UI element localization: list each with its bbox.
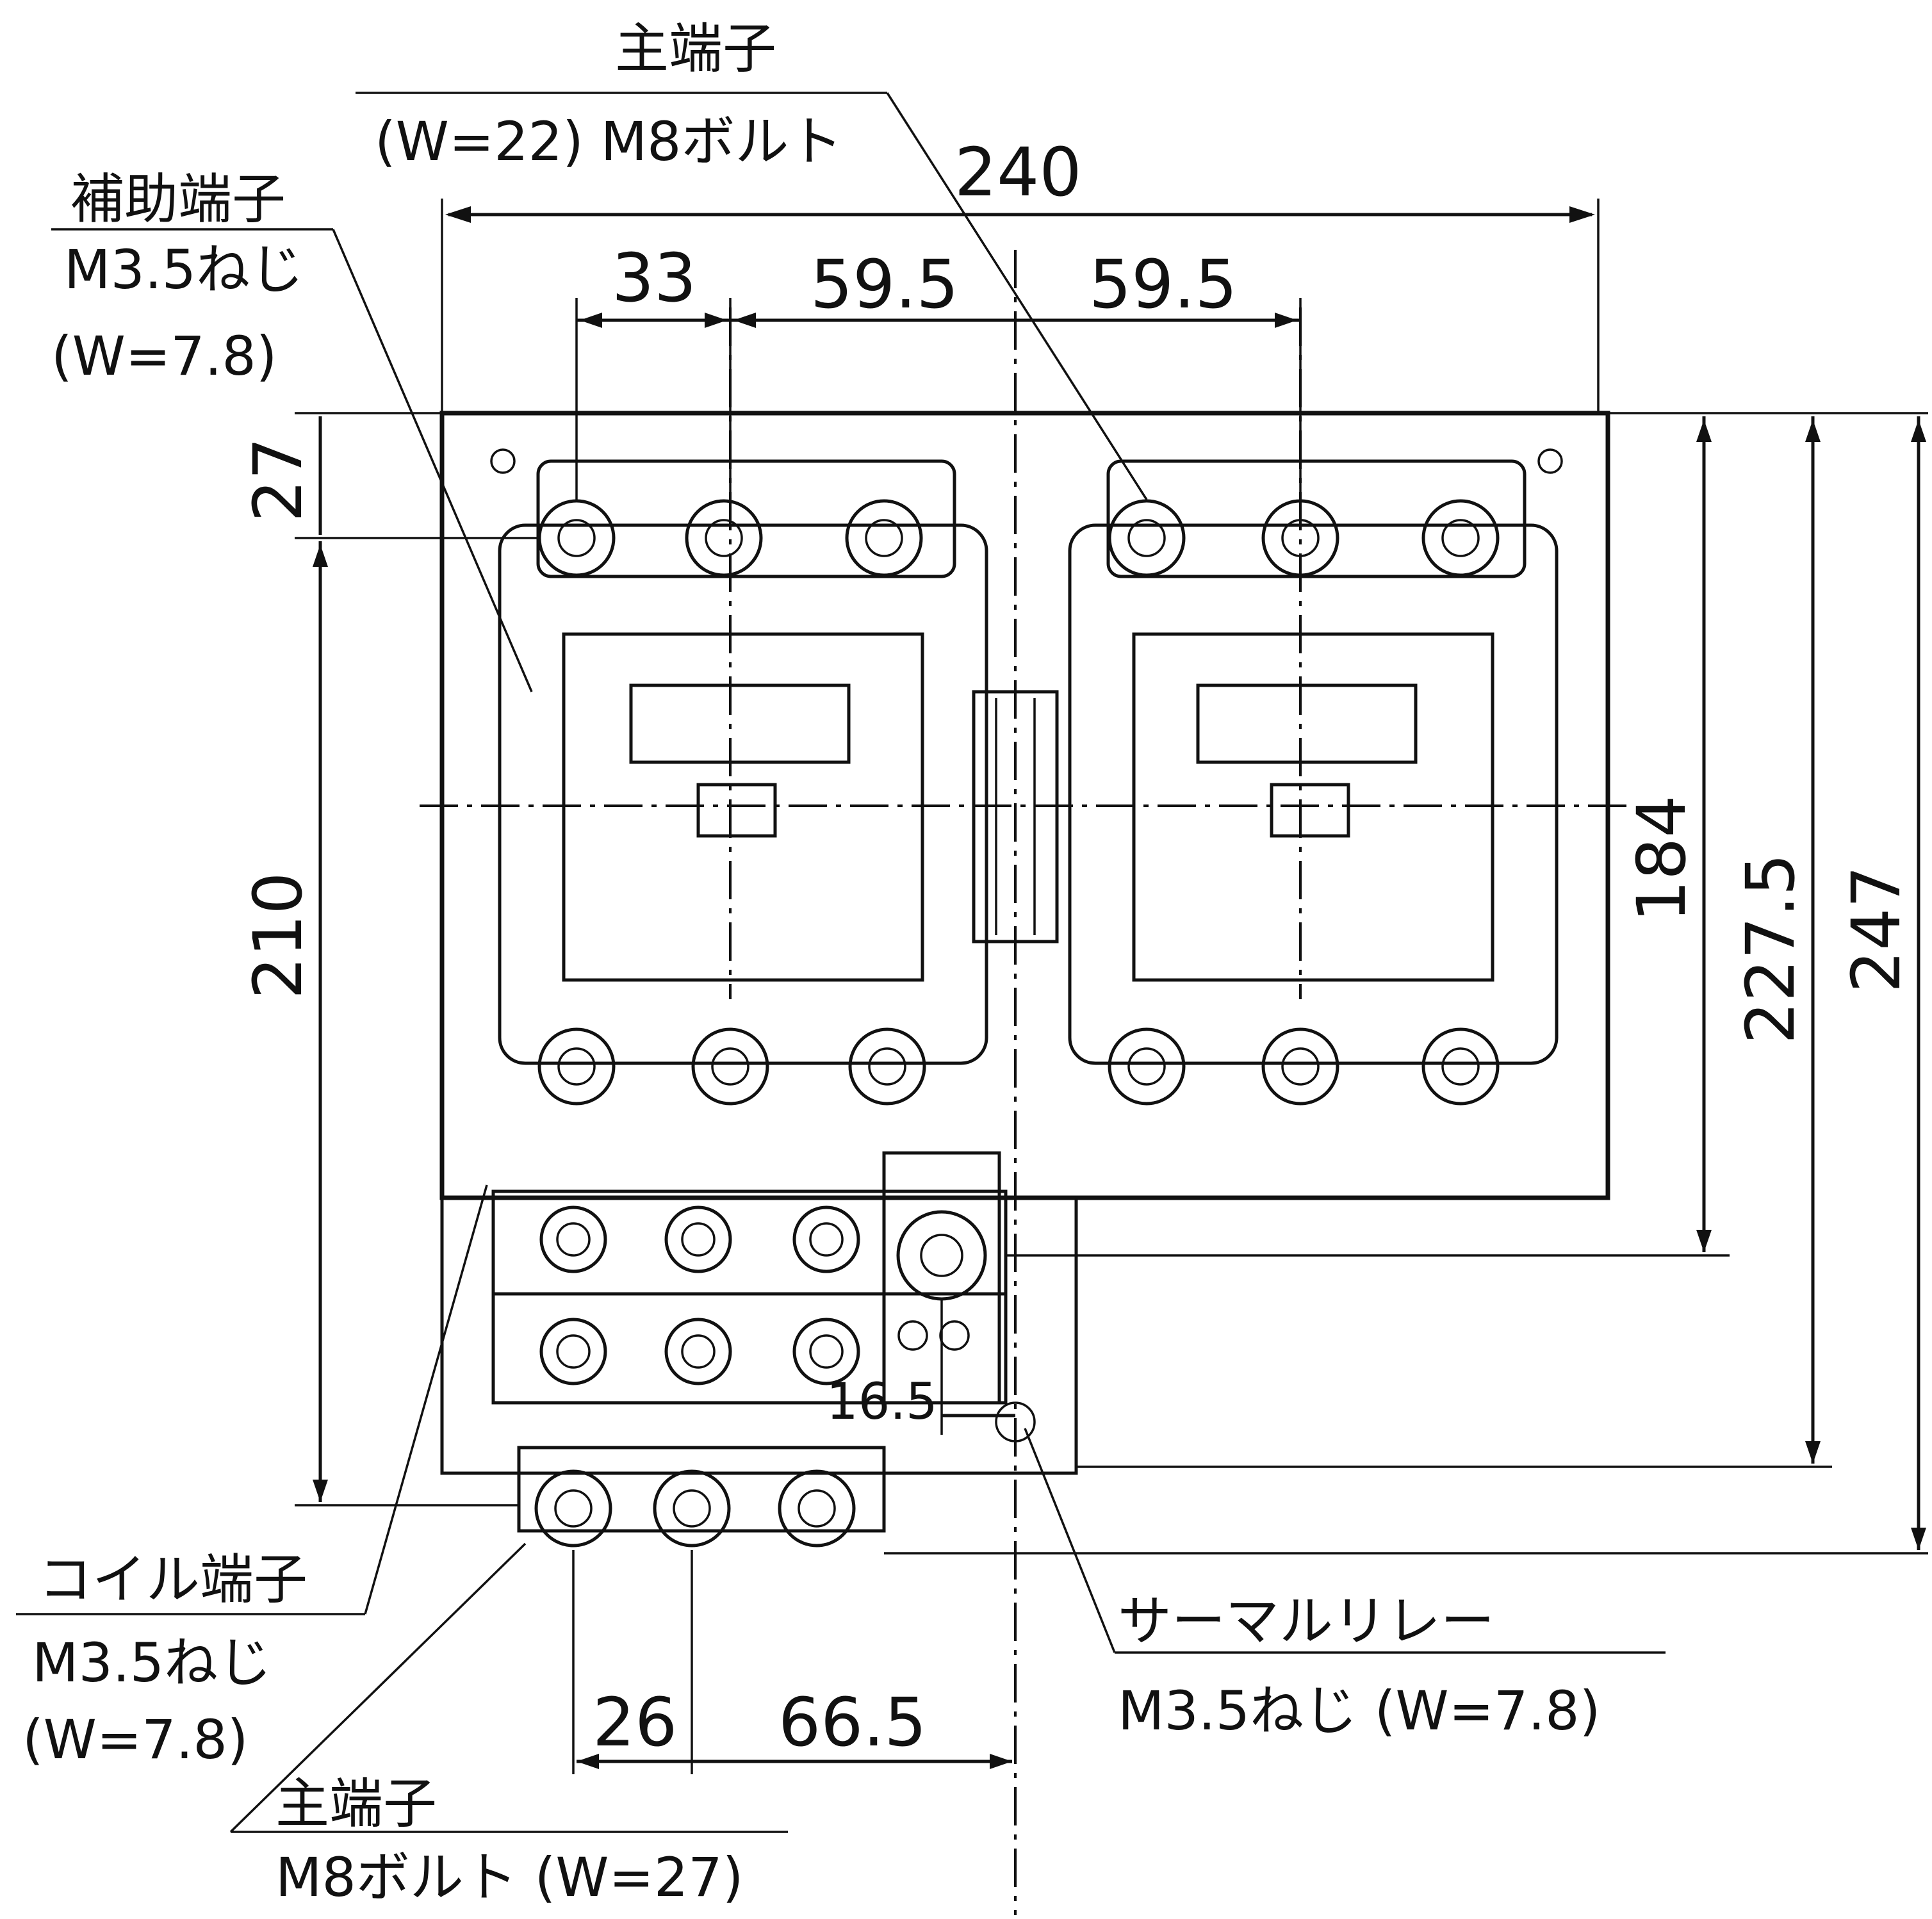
- thermal-relay-spec: M3.5ねじ (W=7.8): [1118, 1679, 1600, 1742]
- dim-right-heights: [884, 412, 1928, 1555]
- lower-main-terminals: [537, 1027, 1500, 1106]
- dim-240: [441, 199, 1600, 413]
- main-terminal-bottom-title: 主端子: [275, 1772, 437, 1835]
- centerlines: [420, 250, 1627, 1915]
- top-main-terminals: [537, 499, 1500, 577]
- dim-210-label: 210: [239, 872, 317, 999]
- aux-terminal-title: 補助端子: [70, 168, 286, 231]
- dim-240-label: 240: [954, 133, 1082, 211]
- thermal-relay-title: サーマルリレー: [1118, 1590, 1494, 1653]
- aux-terminal-spec: M3.5ねじ: [64, 238, 304, 301]
- coil-terminal-title: コイル端子: [38, 1548, 307, 1611]
- dim-59-label-b: 59.5: [1089, 245, 1238, 323]
- dim-210: [295, 541, 519, 1507]
- aux-terminal-width: (W=7.8): [51, 325, 277, 388]
- dim-59-label-a: 59.5: [810, 245, 959, 323]
- main-terminal-top-spec: (W=22) M8ボルト: [375, 110, 843, 173]
- coil-terminal-spec: M3.5ねじ: [32, 1631, 272, 1694]
- dim-247-label: 247: [1837, 865, 1915, 993]
- dim-33-label: 33: [612, 239, 696, 317]
- dim-27: [295, 412, 538, 539]
- dim-66-label: 66.5: [778, 1683, 927, 1761]
- thermal-relay-terminals: [539, 1205, 1036, 1442]
- mounting-holes: [490, 448, 1563, 474]
- dim-pitch-row: [575, 298, 1302, 500]
- left-contactor: [498, 459, 988, 1065]
- bottom-main-terminals: [517, 1446, 886, 1547]
- dim-bottom: [572, 1300, 1015, 1774]
- coil-terminal-width: (W=7.8): [22, 1708, 249, 1771]
- main-terminal-top-title: 主端子: [615, 17, 776, 80]
- dim-227-label: 227.5: [1731, 853, 1810, 1044]
- dim-26-label: 26: [593, 1683, 677, 1761]
- thermal-relay: [491, 1151, 1008, 1405]
- dim-184-label: 184: [1623, 795, 1701, 922]
- leaders: [16, 92, 1666, 1833]
- main-terminal-bottom-spec: M8ボルト (W=27): [275, 1846, 744, 1909]
- dim-16-label: 16.5: [826, 1373, 938, 1431]
- dim-27-label: 27: [239, 437, 317, 522]
